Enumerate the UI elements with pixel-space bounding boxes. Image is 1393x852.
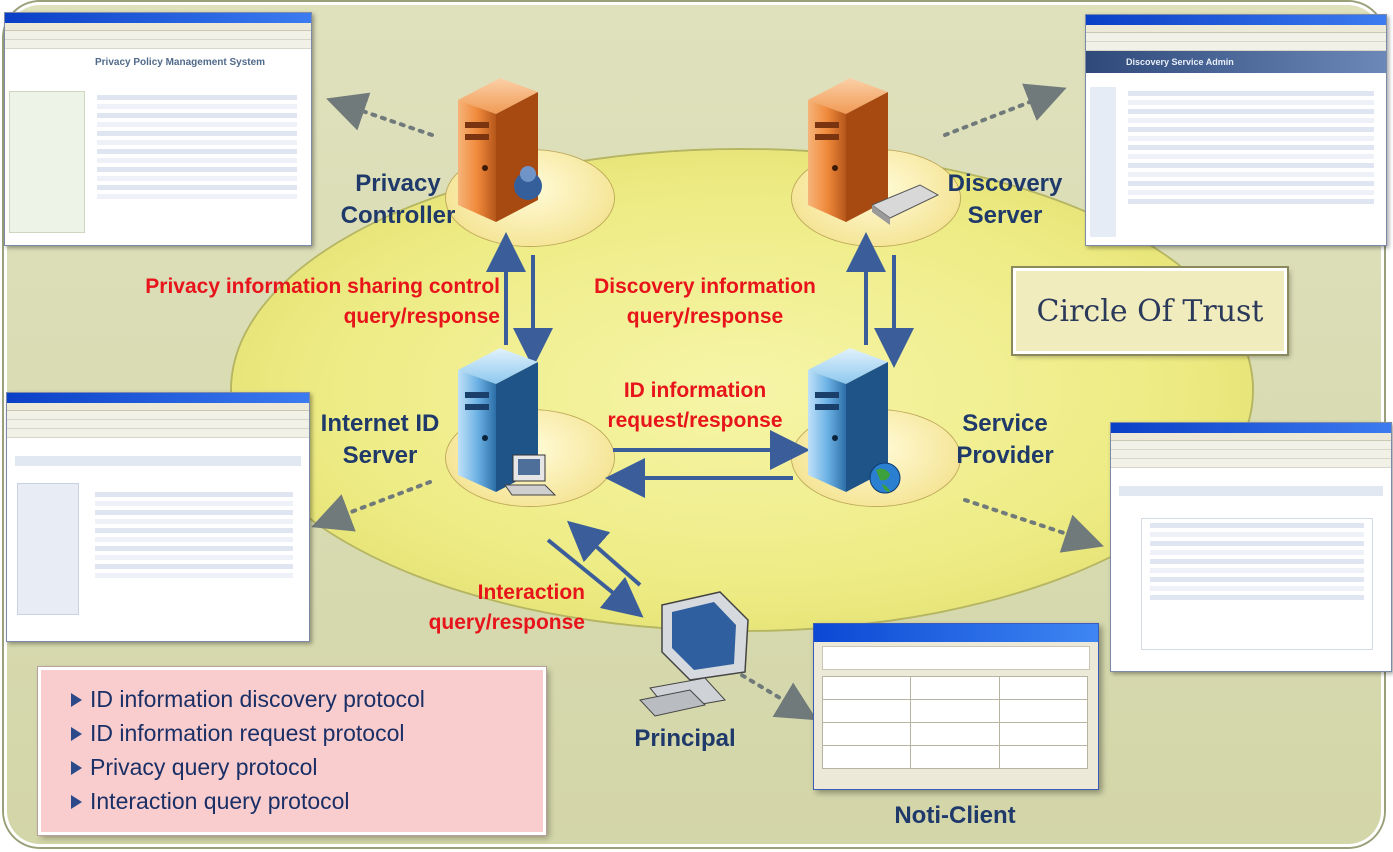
dotted-link-provider bbox=[963, 498, 1104, 553]
bullet-triangle-icon bbox=[71, 726, 82, 741]
bullet-triangle-icon bbox=[71, 794, 82, 809]
discovery-service-screenshot: Discovery Service Admin bbox=[1085, 14, 1387, 246]
service-provider-server-icon bbox=[808, 348, 901, 494]
id-info-flow-label: ID information request/response bbox=[607, 379, 783, 432]
noti-client-label: Noti-Client bbox=[894, 802, 1016, 829]
noti-client-screenshot bbox=[813, 623, 1099, 790]
privacy-flow-label: Privacy information sharing control quer… bbox=[145, 275, 500, 328]
principal-label: Principal bbox=[634, 725, 736, 752]
principal-computer-icon bbox=[639, 591, 749, 717]
dotted-link-privacy bbox=[326, 92, 434, 137]
circle-of-trust-label: Circle Of Trust bbox=[1036, 293, 1264, 329]
discovery-server-icon bbox=[808, 78, 940, 225]
interaction-flow-label: Interaction query/response bbox=[428, 581, 585, 634]
discovery-screenshot-title: Discovery Service Admin bbox=[1086, 51, 1386, 73]
idp-admin-screenshot bbox=[6, 392, 310, 642]
discovery-flow-label: Discovery information query/response bbox=[594, 275, 816, 328]
legend-item: Privacy query protocol bbox=[71, 754, 318, 781]
circle-of-trust-box: Circle Of Trust bbox=[1013, 268, 1287, 354]
internet-id-server-icon bbox=[458, 348, 557, 496]
dotted-link-discovery bbox=[943, 83, 1067, 137]
privacy-policy-screenshot: Privacy Policy Management System bbox=[4, 12, 312, 246]
internet-id-server-label: Internet ID Server bbox=[320, 410, 440, 469]
legend-item: ID information request protocol bbox=[71, 720, 405, 747]
interaction-up-arrow bbox=[566, 520, 642, 587]
discovery-server-label: Discovery Server bbox=[947, 170, 1063, 229]
interaction-down-arrow bbox=[546, 538, 644, 618]
service-provider-label: Service Provider bbox=[956, 410, 1054, 469]
legend-item: Interaction query protocol bbox=[71, 788, 350, 815]
bullet-triangle-icon bbox=[71, 760, 82, 775]
sp-admin-screenshot bbox=[1110, 422, 1392, 672]
bullet-triangle-icon bbox=[71, 692, 82, 707]
privacy-screenshot-title: Privacy Policy Management System bbox=[95, 56, 266, 68]
privacy-controller-label: Privacy Controller bbox=[340, 170, 456, 229]
protocol-legend: ID information discovery protocol ID inf… bbox=[38, 667, 546, 835]
legend-item: ID information discovery protocol bbox=[71, 686, 425, 713]
dotted-link-idserver bbox=[311, 480, 432, 532]
privacy-controller-server-icon bbox=[458, 78, 542, 222]
